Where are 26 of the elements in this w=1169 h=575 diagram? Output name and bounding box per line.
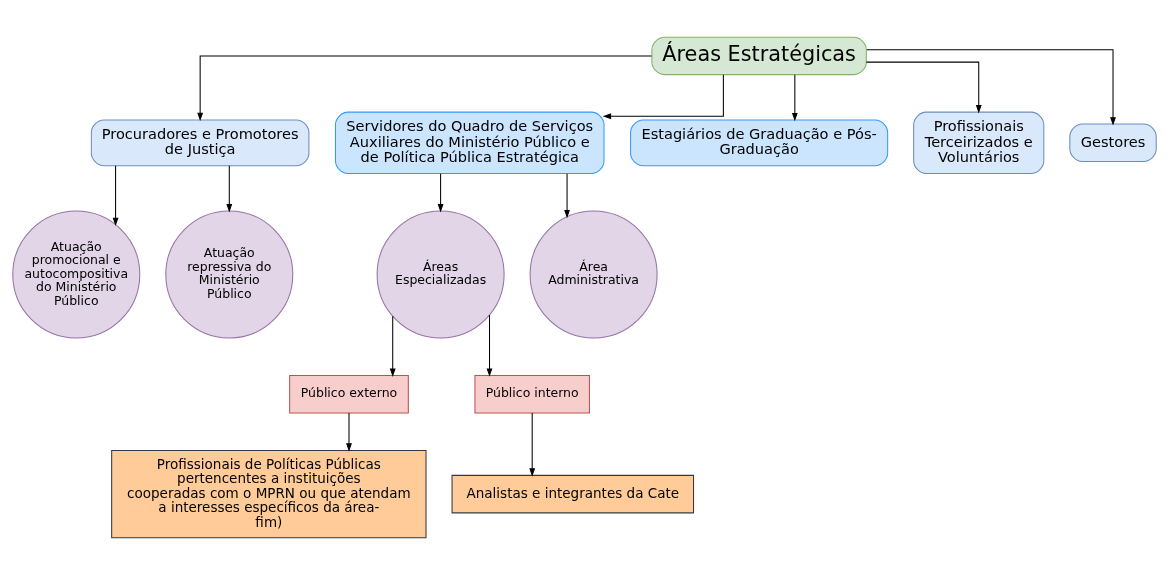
node-box: Gestores: [1069, 123, 1157, 163]
node-box: Servidores do Quadro de Serviços Auxiliares do Ministério Público e de Política Pública Estratégica: [334, 111, 605, 175]
arrow: [389, 315, 396, 377]
node-box: Áreas Estratégicas: [651, 36, 867, 76]
arrow: [529, 412, 536, 477]
node-box: Público interno: [474, 374, 590, 414]
arrow: [602, 74, 724, 120]
arrow: [865, 61, 982, 114]
arrow: [197, 55, 653, 122]
arrow: [486, 314, 493, 377]
arrow: [564, 173, 570, 219]
arrow: [112, 165, 119, 227]
node-box: Profissionais Terceirizados e Voluntários: [913, 111, 1045, 175]
arrow: [346, 412, 352, 452]
node-circle: Áreas Especializadas: [376, 210, 505, 339]
arrow: [226, 165, 233, 213]
arrow: [866, 49, 1116, 126]
node-box: Público externo: [289, 374, 409, 414]
node-circle: Atuação promocional e autocompositiva do Ministério Público: [12, 210, 141, 339]
node-circle: Atuação repressiva do Ministério Público: [165, 210, 294, 339]
arrow: [791, 74, 798, 122]
node-box: Profissionais de Políticas Públicas pertencentes a instituições cooperadas com o MPRN ou que atendam a interesses específicos da área-fim): [111, 449, 427, 539]
node-box: Analistas e integrantes da Cate: [451, 474, 695, 514]
node-box: Procuradores e Promotores de Justiça: [90, 119, 310, 167]
node-box: Estagiários de Graduação e Pós-Graduação: [630, 119, 889, 167]
arrow: [437, 173, 444, 213]
